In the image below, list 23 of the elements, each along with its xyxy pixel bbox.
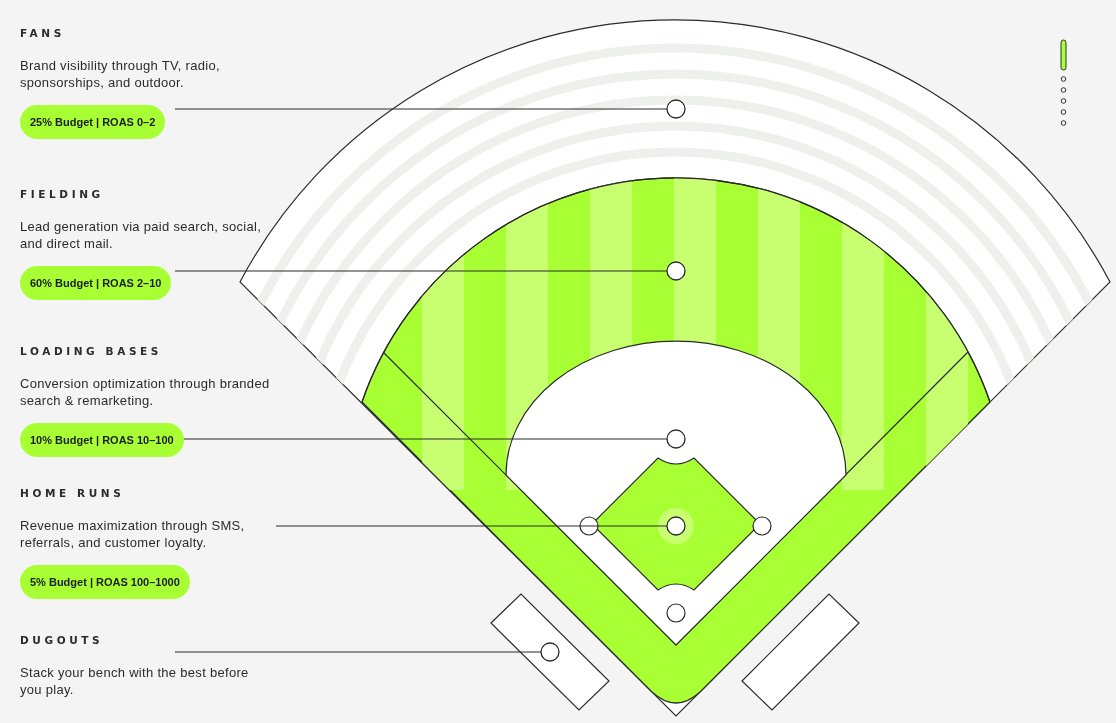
section-heading: FANS bbox=[20, 27, 65, 39]
description-text: Lead generation via paid search, social, and direct mail. bbox=[20, 218, 263, 252]
leader-line bbox=[174, 108, 668, 110]
leader-line bbox=[174, 270, 668, 272]
marker-circle bbox=[540, 642, 560, 662]
section-heading: LOADING BASES bbox=[20, 345, 162, 357]
section-heading: HOME RUNS bbox=[20, 487, 125, 499]
marker-circle bbox=[666, 261, 686, 281]
budget-pill: 10% Budget | ROAS 10–100 bbox=[20, 423, 184, 457]
section-heading: FIELDING bbox=[20, 188, 104, 200]
marker-circle bbox=[666, 516, 686, 536]
description-text: Brand visibility through TV, radio, sponsorships, and outdoor. bbox=[20, 57, 221, 91]
leader-line bbox=[275, 525, 668, 527]
budget-pill: 60% Budget | ROAS 2–10 bbox=[20, 266, 172, 300]
marker-circle bbox=[666, 99, 686, 119]
section-heading: DUGOUTS bbox=[20, 634, 104, 646]
description-text: Conversion optimization through branded search & remarketing. bbox=[20, 375, 270, 409]
budget-pill: 25% Budget | ROAS 0–2 bbox=[20, 105, 166, 139]
marker-circle bbox=[666, 429, 686, 449]
leader-line bbox=[174, 651, 542, 653]
description-text: Revenue maximization through SMS, referrals, and customer loyalty. bbox=[20, 517, 246, 551]
description-text: Stack your bench with the best before you play. bbox=[20, 664, 250, 698]
budget-pill: 5% Budget | ROAS 100–1000 bbox=[20, 565, 190, 599]
